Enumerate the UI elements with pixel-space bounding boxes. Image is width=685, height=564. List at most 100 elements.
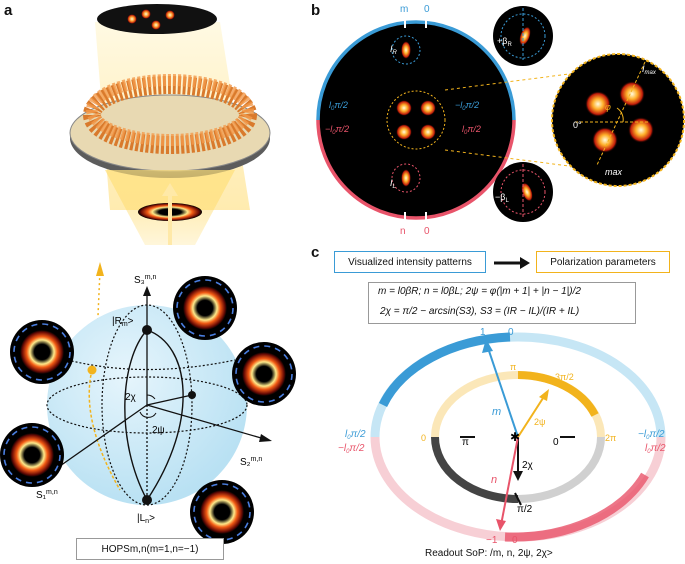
bottom-n: n [400, 226, 406, 237]
imax-bottom-label: max [605, 167, 623, 177]
formula-1: m = l0βR; n = l0βL; 2ψ = φ(|m + 1| + |n … [378, 286, 581, 297]
formula-box [368, 282, 636, 324]
box-polarization-parameters: Polarization parameters [536, 251, 670, 273]
mode-inset-top [173, 276, 237, 340]
box-intensity-patterns: Visualized intensity patterns [334, 251, 486, 273]
inner-ring-top [431, 371, 605, 438]
label-2chi: 2χ [125, 392, 137, 403]
mode-inset-right [232, 342, 296, 406]
zoom-spot [592, 127, 618, 153]
dial-inner-left-pi: π [462, 437, 469, 448]
center-ring [386, 90, 446, 150]
center-star: ✱ [510, 430, 520, 444]
disc-spot [127, 14, 137, 24]
right-blue: −l0π/2 [455, 100, 479, 112]
dial-inner-right-2pi: 2π [605, 433, 616, 443]
top-m: m [400, 4, 408, 15]
panel-b-figure: m 0 n 0 IR IL l0π/2 −l0π/2 −l0π/2 l0π/2 … [316, 4, 685, 237]
connector-arrow [96, 262, 104, 276]
zoom-spot [628, 117, 654, 143]
outer-ring-red [504, 472, 649, 542]
disc-arc-red [316, 119, 516, 220]
sphere-latitude [59, 357, 236, 371]
mode-inset-bottom [190, 480, 254, 544]
beta-r-spot [519, 26, 531, 46]
arrow-m-head [482, 339, 493, 353]
arrow-2chi-head [513, 471, 523, 481]
outer-ring-blue [378, 332, 511, 408]
dial-2chi-label: 2χ [522, 460, 534, 471]
disc-spot [151, 20, 161, 30]
zero-deg-label: 0° [573, 120, 582, 130]
top-0: 0 [424, 4, 430, 15]
box-intensity-patterns-text: Visualized intensity patterns [348, 256, 472, 268]
dial-left-red: −l0π/2 [338, 443, 365, 455]
bottom-0: 0 [424, 226, 430, 237]
flow-arrow [494, 257, 530, 269]
zoom-disc [551, 53, 685, 187]
beam-arrow-head [162, 183, 178, 196]
ir-label: IR [390, 44, 398, 56]
axis-s2-head [259, 434, 272, 442]
label-south: |Ln> [137, 513, 155, 525]
dial-inner-left-0: 0 [421, 433, 426, 443]
inner-ring-light [517, 436, 605, 503]
il-ring [391, 163, 421, 193]
arrow-n [500, 436, 519, 526]
dial-n-label: n [491, 474, 497, 486]
beta-r-ring [500, 13, 546, 59]
dial-m-label: m [492, 406, 501, 418]
north-pole [142, 325, 152, 335]
mode-inset-left-bottom [0, 423, 64, 487]
center-spot [396, 100, 412, 116]
mode-inset-left-top [10, 320, 74, 384]
sop-vector [146, 394, 193, 406]
dial-bottom-0: 0 [512, 535, 518, 546]
pillar-ring-top [86, 74, 254, 146]
formula-2: 2χ = π/2 − arcsin(S3), S3 = (IR − IL)/(I… [380, 306, 580, 317]
center-spot [396, 124, 412, 140]
disc-spot [165, 10, 175, 20]
center-spot [420, 100, 436, 116]
sop-point [188, 391, 196, 399]
panel-label-c: c [311, 244, 320, 261]
dial-3pi-half: 3π/2 [555, 372, 574, 382]
dial-right-blue: −l0π/2 [638, 429, 665, 441]
sphere-arc [124, 329, 148, 501]
axis-s3-head [143, 286, 151, 296]
phi-arc [616, 107, 624, 123]
label-north: |Rm> [112, 316, 134, 328]
sop-point-yellow [87, 365, 97, 375]
dial-top-0: 0 [508, 327, 514, 338]
ir-ring [391, 35, 421, 65]
center-spot [420, 124, 436, 140]
label-2psi: 2ψ [152, 425, 165, 436]
box-polarization-parameters-text: Polarization parameters [550, 256, 656, 268]
ir-spot [401, 41, 411, 59]
sphere-path [88, 369, 121, 491]
arrow-2psi-head [539, 389, 549, 401]
il-spot [401, 169, 411, 187]
outer-ring-top [370, 332, 666, 438]
dial-bottom-minus1: −1 [486, 535, 498, 546]
hops-caption-text: HOPSm,n(m=1,n=−1) [101, 543, 199, 555]
panel-label-b: b [311, 2, 321, 19]
hops-caption: HOPSm,n(m=1,n=−1) [76, 538, 224, 560]
arrow-2psi [517, 394, 546, 438]
left-red: −l0π/2 [325, 124, 349, 136]
phi-label: φ [605, 102, 611, 112]
camera-disc [97, 4, 217, 34]
south-pole [142, 495, 152, 505]
zoom-spot [619, 81, 645, 107]
dial-2psi-label: 2ψ [534, 417, 545, 427]
axis-s2 [146, 404, 269, 441]
label-s1: S₁m,n [36, 489, 58, 501]
right-red: l0π/2 [462, 124, 481, 136]
panel-label-a: a [4, 2, 13, 19]
zoom-line [444, 69, 601, 91]
beta-l-spot [521, 182, 533, 202]
label-s2: S₂m,n [240, 456, 262, 468]
arrow-m [486, 344, 519, 438]
inner-ring-dark [431, 436, 519, 503]
max-axis [596, 61, 646, 166]
